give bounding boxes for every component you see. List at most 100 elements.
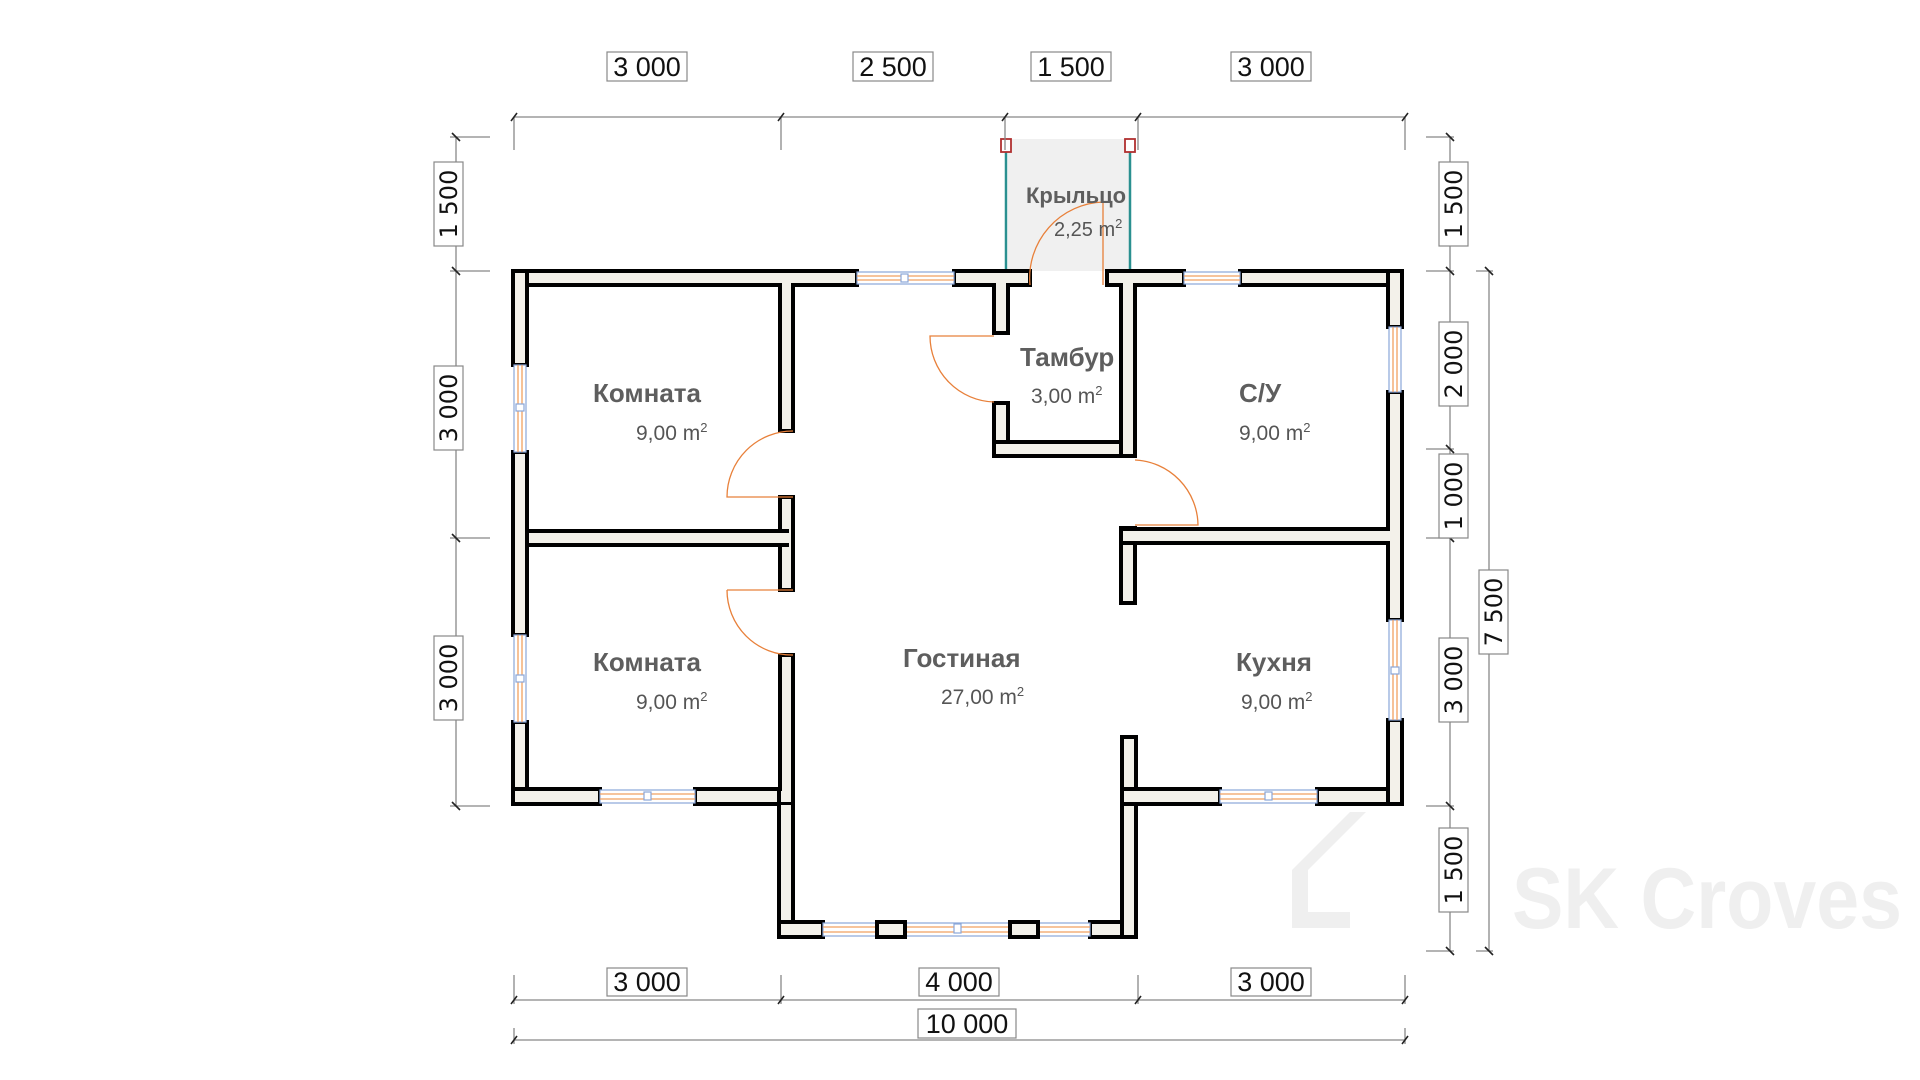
room-area: 3,00 m2 [1031,383,1102,408]
dim-overall-width: 10 000 [510,1008,1409,1045]
dim-text: 2 500 [859,52,927,82]
dim-text: 1 500 [1440,836,1468,905]
dim-label: 3 000 [433,365,464,451]
window [1219,789,1318,804]
dim-label: 4 000 [918,967,1000,997]
room-name: Гостиная [903,643,1021,673]
window [856,271,955,285]
dim-label: 1 500 [1438,827,1469,913]
dim-label: 10 000 [917,1008,1017,1039]
door-su [1134,459,1199,526]
room-area: 9,00 m2 [1241,689,1312,714]
wall-left-2 [511,450,529,637]
dim-label: 1 500 [1438,161,1469,247]
window [822,922,1091,937]
wall-top-right-b [1238,269,1404,287]
door-tambur [929,335,995,403]
room-area: 9,00 m2 [636,420,707,445]
windows [513,271,1402,939]
room-label: Крыльцо 2,25 m2 [1026,183,1126,241]
room-area: 2,25 m2 [1054,216,1122,241]
room-label: Комната 9,00 m2 [593,378,707,445]
room-name: Комната [593,378,702,408]
wall-bottom-left-a [511,787,602,806]
window [513,634,527,723]
room-name: С/У [1239,378,1282,408]
partition-room2-b [778,653,795,805]
partition-tambur-bottom [992,440,1137,458]
window [1388,326,1402,393]
partition-tambur-right [1119,283,1137,458]
dim-chain-top: 3 000 2 500 1 500 3 000 [510,51,1409,150]
partition-tambur-left-a [992,283,1010,335]
wall-living-left [777,787,795,939]
room-name: Крыльцо [1026,183,1126,208]
wall-joints [515,273,1400,935]
door-room-2 [726,589,794,656]
room-name: Тамбур [1020,342,1114,372]
wall-living-pier-1 [875,920,907,939]
dim-chain-bottom: 3 000 4 000 3 000 [510,967,1409,1005]
dim-text: 4 000 [925,967,993,997]
room-label: Тамбур 3,00 m2 [1020,342,1114,408]
room-label: С/У 9,00 m2 [1239,378,1310,445]
wall-top-mid [952,269,1032,287]
room-labels: Комната 9,00 m2 Комната 9,00 m2 Гостиная… [593,183,1312,714]
wall-bottom-right-a [1120,787,1222,806]
dim-label: 1 500 [1030,51,1112,82]
dim-chain-right: 1 500 2 000 1 000 3 000 1 500 [1426,132,1469,956]
porch-floor [1008,139,1130,271]
door-room-1 [726,430,794,498]
window [1388,619,1402,721]
partition-rooms [525,529,789,547]
dim-label: 3 000 [1230,967,1312,997]
dim-text: 1 500 [435,170,463,239]
dim-text: 3 000 [435,374,463,443]
dim-label: 1 500 [433,161,464,247]
partition-su-kitchen [1119,527,1390,545]
dim-text: 3 000 [613,967,681,997]
dim-label: 1 000 [1438,453,1469,539]
dim-text: 2 000 [1440,330,1468,399]
dim-text: 3 000 [1237,52,1305,82]
window [513,364,527,453]
dim-text: 3 000 [435,644,463,713]
dim-text: 3 000 [1440,646,1468,715]
dim-label: 3 000 [433,635,464,721]
dim-label: 2 000 [1438,321,1469,407]
watermark-house-icon [1292,812,1366,928]
dim-label: 3 000 [606,51,688,82]
dim-label: 3 000 [1438,637,1469,723]
room-name: Кухня [1236,647,1312,677]
dim-label: 2 500 [852,51,934,82]
dim-text: 3 000 [1237,967,1305,997]
dim-text: 1 500 [1037,52,1105,82]
doors [726,201,1199,656]
walls [511,269,1404,939]
room-label: Комната 9,00 m2 [593,647,707,714]
room-area: 9,00 m2 [1239,420,1310,445]
room-area: 9,00 m2 [636,689,707,714]
room-area: 27,00 m2 [941,684,1024,709]
door-entrance [1029,201,1104,286]
wall-top-right-a [1105,269,1186,287]
dim-text: 3 000 [613,52,681,82]
dimensions: 3 000 2 500 1 500 3 000 3 000 4 000 3 00… [433,51,1509,1045]
room-label: Гостиная 27,00 m2 [903,643,1024,709]
dim-label: 3 000 [606,967,688,997]
wall-right-2 [1386,390,1404,622]
wall-top-left [511,269,859,287]
porch-post-right [1124,138,1136,153]
wall-left-1 [511,269,529,367]
partition-room1-a [778,283,795,433]
window [1183,271,1241,285]
dim-text: 1 000 [1440,462,1468,531]
porch [1000,138,1136,271]
dim-chain-left: 1 500 3 000 3 000 [433,132,490,811]
dim-label: 3 000 [1230,51,1312,82]
dim-text: 7 500 [1480,578,1508,647]
watermark: SK Croves [1292,812,1902,947]
wall-living-pier-2 [1008,920,1040,939]
dim-text: 1 500 [1440,170,1468,239]
